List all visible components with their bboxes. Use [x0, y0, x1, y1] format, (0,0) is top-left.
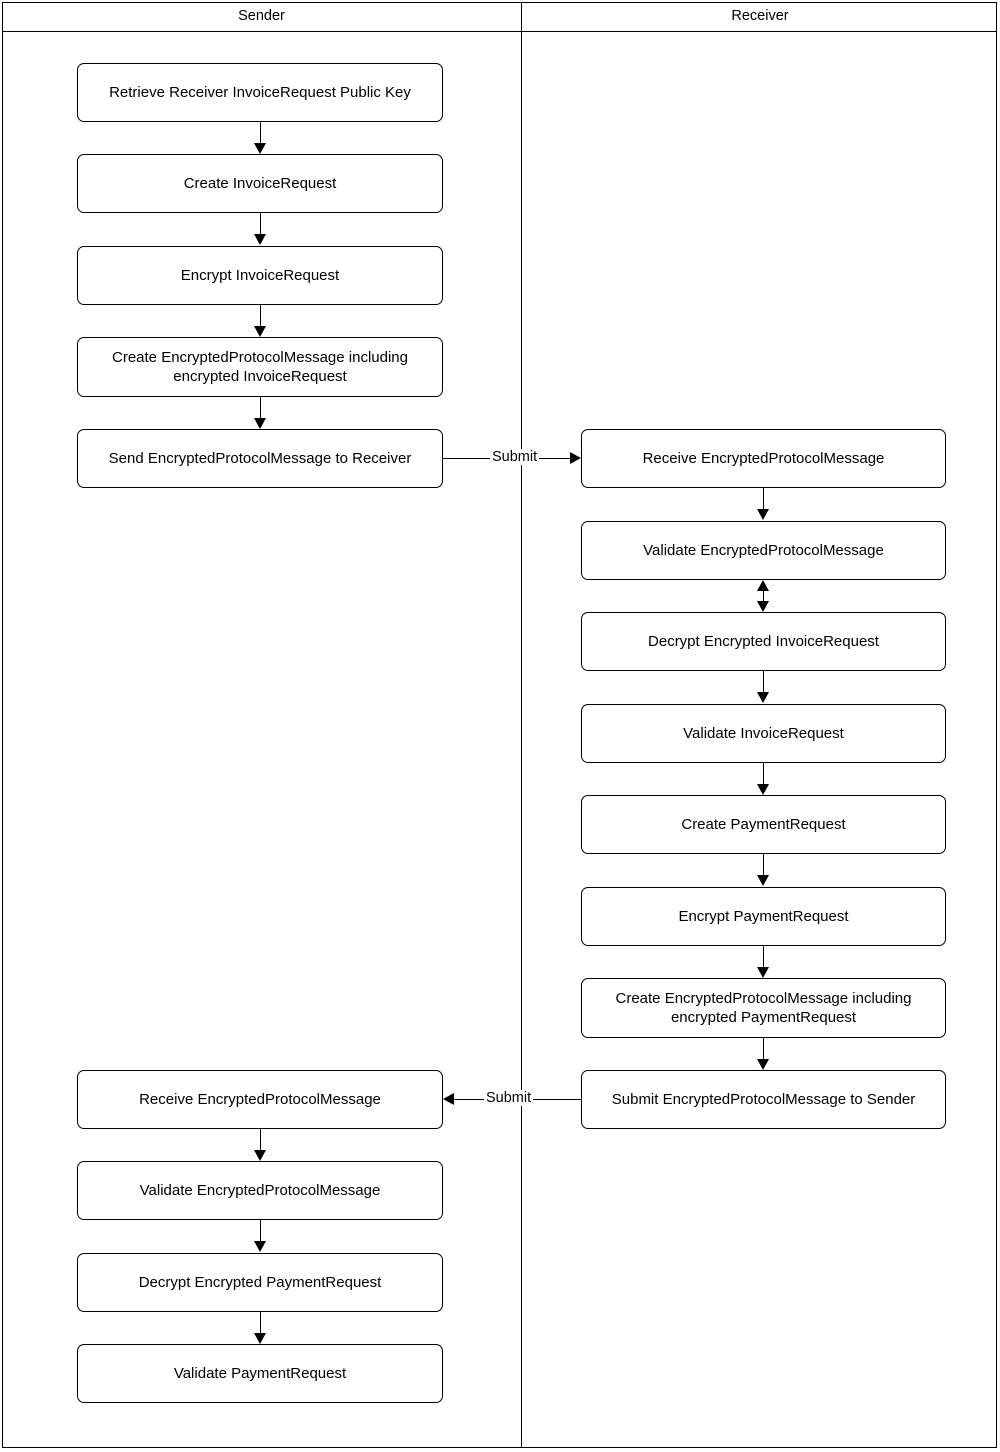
- connector-r1-r2: [763, 488, 764, 512]
- node-sender-validate-epm[interactable]: Validate EncryptedProtocolMessage: [77, 1161, 443, 1220]
- arrowhead-down-icon: [253, 326, 266, 337]
- node-retrieve-receiver-public-key[interactable]: Retrieve Receiver InvoiceRequest Public …: [77, 63, 443, 122]
- connector-s8-s9: [260, 1312, 261, 1336]
- connector-r6-r7: [763, 946, 764, 970]
- swimlane-header-divider: [2, 31, 997, 32]
- arrowhead-right-icon: [570, 451, 581, 464]
- node-label: Validate EncryptedProtocolMessage: [139, 1181, 381, 1199]
- node-label: Retrieve Receiver InvoiceRequest Public …: [109, 83, 411, 101]
- edge-label-submit-to-receiver: Submit: [490, 449, 540, 465]
- connector-s7-s8: [260, 1220, 261, 1244]
- node-create-epm-paymentrequest[interactable]: Create EncryptedProtocolMessage includin…: [581, 978, 946, 1038]
- node-label: Send EncryptedProtocolMessage to Receive…: [108, 449, 412, 467]
- arrowhead-down-icon: [253, 1241, 266, 1252]
- node-create-paymentrequest[interactable]: Create PaymentRequest: [581, 795, 946, 854]
- node-label: Encrypt PaymentRequest: [678, 907, 849, 925]
- node-send-epm-to-receiver[interactable]: Send EncryptedProtocolMessage to Receive…: [77, 429, 443, 488]
- connector-s4-s5: [260, 397, 261, 421]
- arrowhead-down-icon: [756, 1059, 769, 1070]
- connector-r4-r5: [763, 763, 764, 787]
- node-decrypt-encrypted-invoicerequest[interactable]: Decrypt Encrypted InvoiceRequest: [581, 612, 946, 671]
- node-label: Submit EncryptedProtocolMessage to Sende…: [611, 1090, 916, 1108]
- node-receiver-validate-epm[interactable]: Validate EncryptedProtocolMessage: [581, 521, 946, 580]
- arrowhead-left-icon: [443, 1092, 454, 1105]
- node-encrypt-invoicerequest[interactable]: Encrypt InvoiceRequest: [77, 246, 443, 305]
- arrowhead-down-icon: [756, 967, 769, 978]
- node-label: Receive EncryptedProtocolMessage: [139, 1090, 381, 1108]
- arrowhead-down-icon: [756, 784, 769, 795]
- connector-r2-r3-bidirectional: [763, 582, 764, 610]
- arrowhead-down-icon: [756, 875, 769, 886]
- node-label: Encrypt InvoiceRequest: [180, 266, 340, 284]
- lane-header-sender: Sender: [238, 8, 285, 24]
- arrowhead-down-icon: [253, 234, 266, 245]
- node-validate-paymentrequest[interactable]: Validate PaymentRequest: [77, 1344, 443, 1403]
- connector-r7-r8: [763, 1038, 764, 1062]
- node-validate-invoicerequest[interactable]: Validate InvoiceRequest: [581, 704, 946, 763]
- node-decrypt-encrypted-paymentrequest[interactable]: Decrypt Encrypted PaymentRequest: [77, 1253, 443, 1312]
- connector-r3-r4: [763, 671, 764, 695]
- connector-s6-s7: [260, 1129, 261, 1153]
- arrowhead-down-icon: [253, 1333, 266, 1344]
- node-label: Decrypt Encrypted InvoiceRequest: [648, 632, 879, 650]
- node-label: Validate InvoiceRequest: [683, 724, 844, 742]
- connector-r5-r6: [763, 854, 764, 878]
- node-create-epm-invoicerequest[interactable]: Create EncryptedProtocolMessage includin…: [77, 337, 443, 397]
- node-create-invoicerequest[interactable]: Create InvoiceRequest: [77, 154, 443, 213]
- node-label: Create PaymentRequest: [681, 815, 846, 833]
- connector-s2-s3: [260, 213, 261, 237]
- node-encrypt-paymentrequest[interactable]: Encrypt PaymentRequest: [581, 887, 946, 946]
- arrowhead-up-icon: [756, 580, 769, 591]
- node-sender-receive-epm[interactable]: Receive EncryptedProtocolMessage: [77, 1070, 443, 1129]
- arrowhead-down-icon: [756, 601, 769, 612]
- arrowhead-down-icon: [253, 418, 266, 429]
- arrowhead-down-icon: [253, 143, 266, 154]
- node-submit-epm-to-sender[interactable]: Submit EncryptedProtocolMessage to Sende…: [581, 1070, 946, 1129]
- node-label: Validate PaymentRequest: [173, 1364, 347, 1382]
- connector-s3-s4: [260, 305, 261, 329]
- connector-s1-s2: [260, 122, 261, 146]
- node-label: Create EncryptedProtocolMessage includin…: [615, 989, 912, 1026]
- edge-label-submit-to-sender: Submit: [484, 1090, 534, 1106]
- swimlane-vertical-divider: [521, 2, 522, 1448]
- node-label: Receive EncryptedProtocolMessage: [642, 449, 885, 467]
- lane-header-receiver: Receiver: [731, 8, 789, 24]
- arrowhead-down-icon: [253, 1150, 266, 1161]
- node-label: Create InvoiceRequest: [183, 174, 337, 192]
- arrowhead-down-icon: [756, 692, 769, 703]
- node-receiver-receive-epm[interactable]: Receive EncryptedProtocolMessage: [581, 429, 946, 488]
- node-label: Create EncryptedProtocolMessage includin…: [112, 348, 408, 385]
- node-label: Decrypt Encrypted PaymentRequest: [138, 1273, 382, 1291]
- arrowhead-down-icon: [756, 509, 769, 520]
- node-label: Validate EncryptedProtocolMessage: [643, 541, 884, 559]
